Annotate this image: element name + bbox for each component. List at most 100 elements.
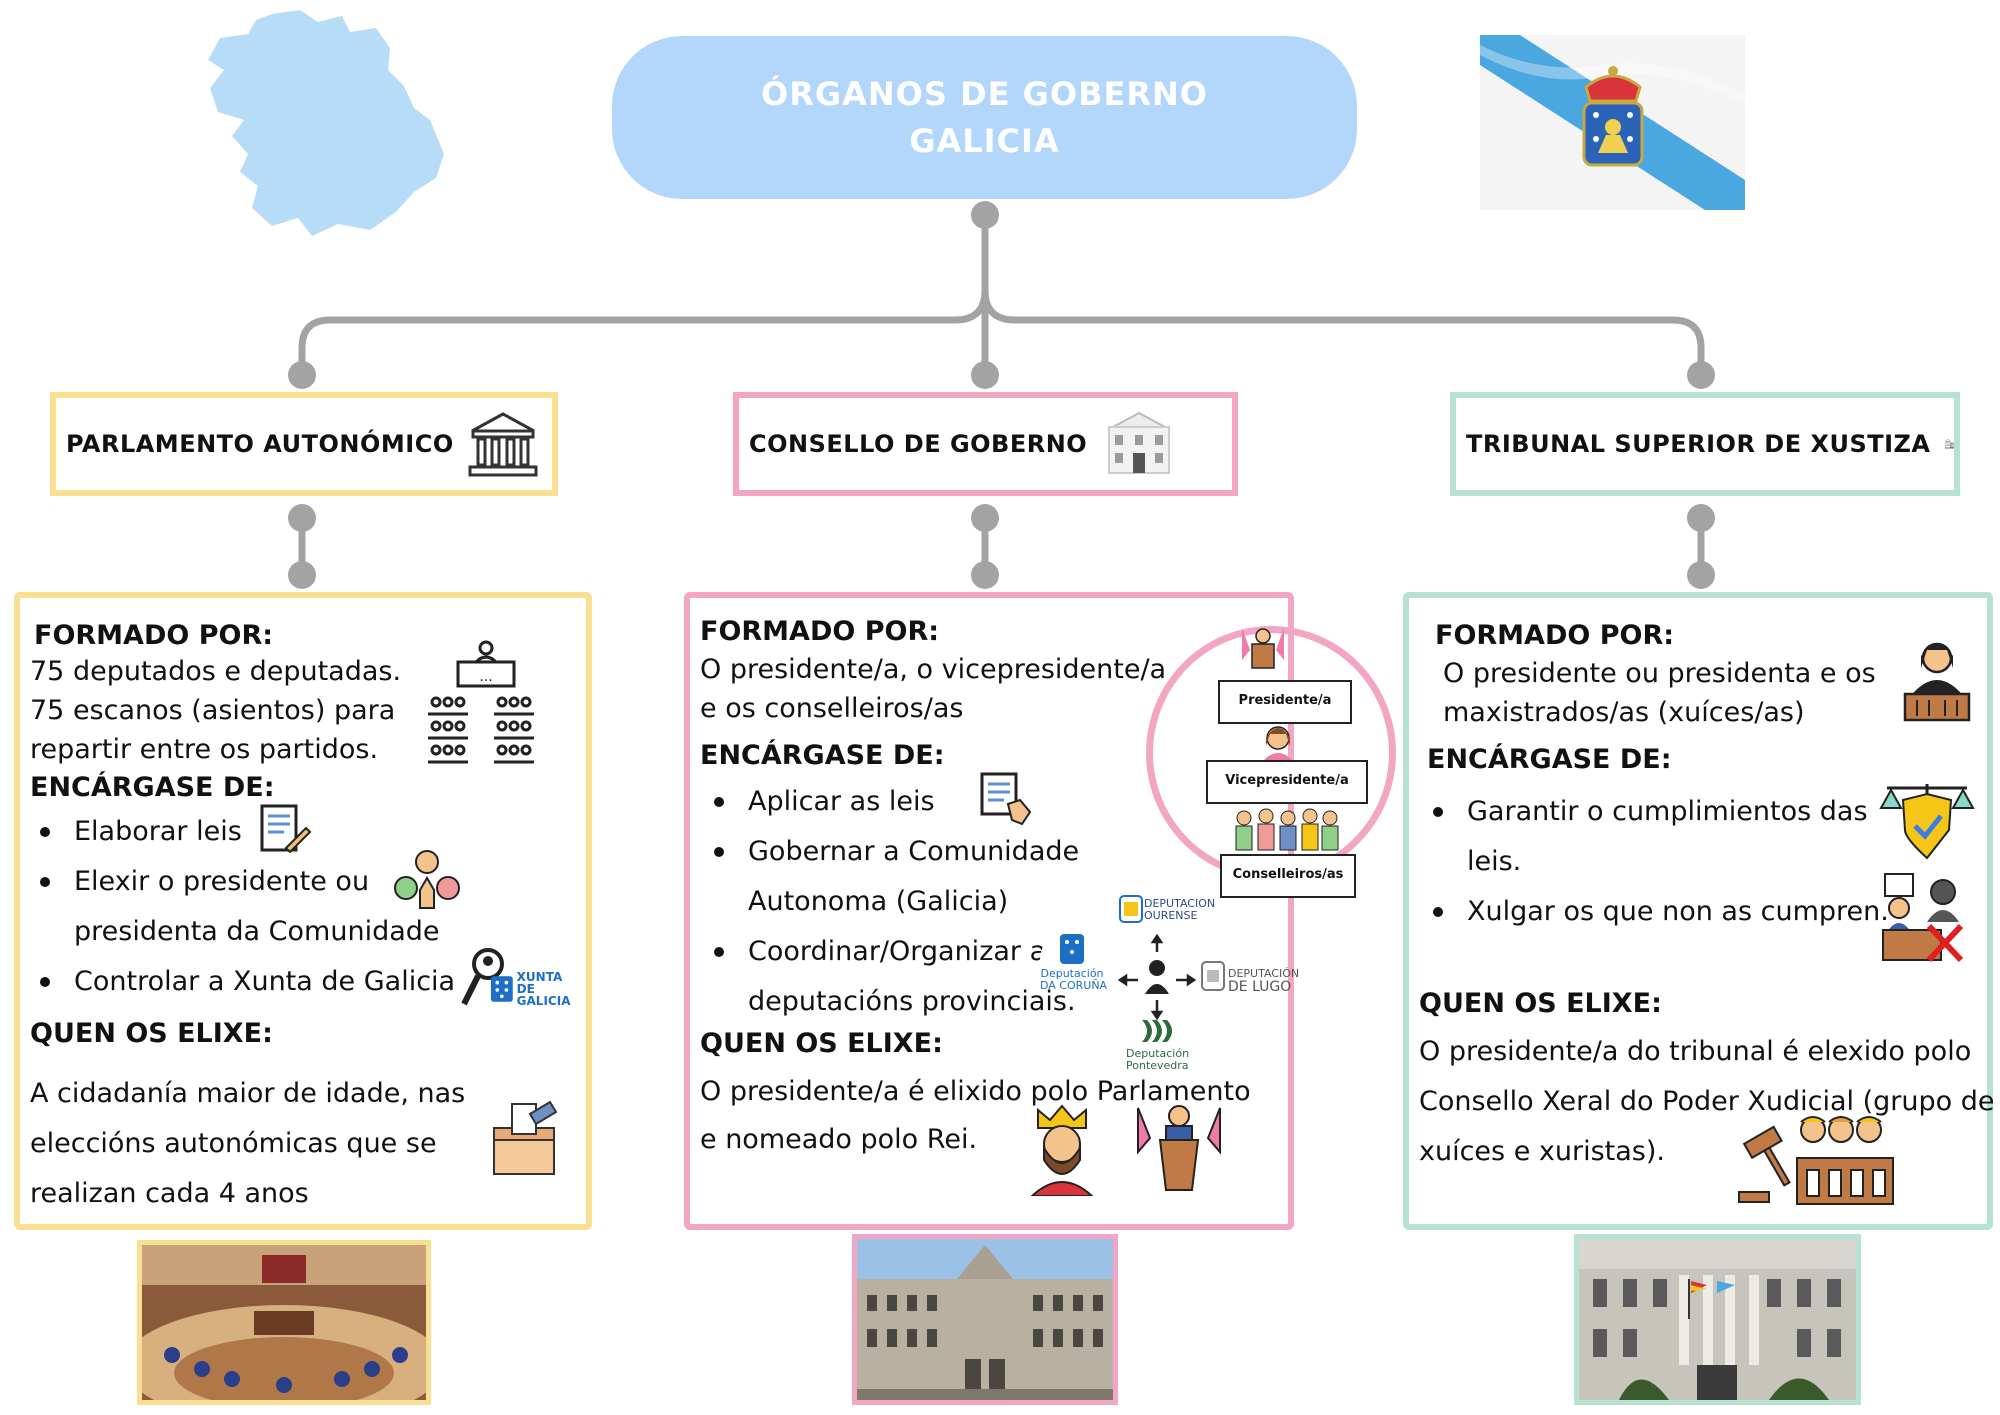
parlamento-bullet-2: Elexir o presidente ou [39, 862, 369, 901]
parliament-building-icon [468, 412, 538, 477]
parlamento-formado-title: FORMADO POR: [34, 620, 274, 651]
photo-tribunal [1574, 1234, 1861, 1405]
tribunal-elixe-line-2: Consello Xeral do Poder Xudicial (grupo … [1419, 1086, 1995, 1117]
judging-defendant-icon [1882, 873, 1964, 963]
deputacion-pontevedra-mark-icon [1142, 1020, 1172, 1042]
vicepresident-icon [1262, 726, 1294, 762]
deputacion-ourense-line-2: OURENSE [1144, 909, 1198, 922]
header-parlamento-label: PARLAMENTO AUTONÓMICO [66, 430, 454, 458]
xunta-shield-icon [490, 976, 513, 1002]
parlamento-formado-line-3: repartir entre os partidos. [30, 734, 379, 765]
deputacion-ourense-label: DEPUTACION OURENSE [1130, 898, 1215, 922]
consello-bullet-1: Aplicar as leis [714, 782, 935, 821]
header-consello: CONSELLO DE GOBERNO [733, 392, 1238, 496]
org-box-president: Presidente/a [1218, 680, 1352, 724]
photo-consello [852, 1234, 1118, 1405]
title-pill: ÓRGANOS DE GOBERNO GALICIA [612, 36, 1357, 199]
parlamento-encargase-title: ENCÁRGASE DE: [30, 772, 275, 803]
tribunal-formado-line-2: maxistrados/as (xuíces/as) [1443, 697, 1805, 728]
deputacion-lugo-shield-icon [1201, 961, 1225, 991]
header-tribunal: TRIBUNAL SUPERIOR DE XUSTIZA [1450, 392, 1960, 496]
king-icon [1030, 1104, 1094, 1196]
tribunal-formado-line-1: O presidente ou presidenta e os [1443, 658, 1876, 689]
deputacion-coruna-line-1: Deputación [1040, 967, 1104, 980]
deputacion-coruna-logo: Deputación DA CORUÑA [1040, 928, 1108, 992]
apply-law-icon [980, 772, 1032, 826]
galicia-map [208, 10, 444, 236]
tribunal-elixe-line-1: O presidente/a do tribunal é elexido pol… [1419, 1036, 1972, 1067]
header-tribunal-label: TRIBUNAL SUPERIOR DE XUSTIZA [1466, 430, 1931, 458]
deputacion-lugo-line-1: DEPUTACIÓN [1228, 967, 1300, 980]
title-line-1: ÓRGANOS DE GOBERNO [761, 74, 1208, 113]
consello-formado-line-2: e os conselleiros/as [700, 693, 964, 724]
parlamento-elixe-line-1: A cidadanía maior de idade, nas [30, 1078, 466, 1109]
deputacion-lugo-label: DEPUTACIÓN DE LUGO [1228, 967, 1300, 995]
photo-parlamento [137, 1240, 431, 1405]
org-box-vicepresident: Vicepresidente/a [1206, 760, 1368, 804]
xunta-logo: XUNTA DE GALICIA [490, 971, 586, 1007]
tribunal-bullet-2: Xulgar os que non as cumpren. [1433, 892, 1889, 931]
parlamento-bullet-2-cont: presidenta da Comunidade [74, 916, 440, 947]
tribunal-formado-title: FORMADO POR: [1435, 620, 1675, 651]
header-parlamento: PARLAMENTO AUTONÓMICO [50, 392, 558, 496]
deputacions-network-icon [1117, 934, 1197, 1021]
parlamento-formado-line-1: 75 deputados e deputadas. [30, 656, 402, 687]
org-box-conselleiros: Conselleiros/as [1220, 854, 1356, 898]
magnifier-person-icon [461, 948, 504, 1006]
parlamento-bullet-1: Elaborar leis [40, 812, 242, 851]
gavel-court-icon [1738, 1116, 1894, 1205]
justice-shield-icon [1879, 784, 1975, 860]
svg-text:...: ... [479, 669, 492, 685]
deputacion-lugo-line-2: DE LUGO [1228, 979, 1292, 995]
audience-icon: ... [428, 640, 534, 764]
parlamento-formado-line-2: 75 escanos (asientos) para [30, 695, 396, 726]
consello-encargase-title: ENCÁRGASE DE: [700, 740, 945, 771]
header-consello-label: CONSELLO DE GOBERNO [749, 430, 1088, 458]
deputacion-ourense-line-1: DEPUTACION [1144, 897, 1216, 910]
consello-bullet-2-cont: Autonoma (Galicia) [748, 886, 1009, 917]
deputacion-pontevedra-line-1: Deputación [1126, 1047, 1190, 1060]
consello-bullet-3: Coordinar/Organizar as [713, 932, 1060, 971]
consello-elixe-line-2: e nomeado polo Rei. [700, 1124, 978, 1155]
election-people-icon [394, 850, 460, 909]
courthouse-scales-icon [1944, 439, 1954, 449]
xunta-logo-line-1: XUNTA [516, 970, 563, 984]
parlamento-bullet-3: Controlar a Xunta de Galicia [39, 962, 455, 1001]
raxoi-palace-photo [857, 1239, 1113, 1400]
podium-icon [1137, 1105, 1221, 1191]
deputacion-ourense-logo [1119, 895, 1143, 923]
tribunal-building-photo [1579, 1239, 1856, 1400]
consello-elixe-title: QUEN OS ELIXE: [700, 1028, 943, 1059]
deputacion-coruna-line-2: DA CORUÑA [1040, 979, 1108, 992]
ballot-box-icon [493, 1100, 558, 1175]
consello-formado-title: FORMADO POR: [700, 616, 940, 647]
consello-formado-line-1: O presidente/a, o vicepresidente/a [700, 654, 1167, 685]
galicia-flag [1480, 35, 1745, 210]
tribunal-elixe-title: QUEN OS ELIXE: [1419, 988, 1662, 1019]
law-document-icon [260, 804, 312, 854]
parlamento-elixe-line-2: eleccións autonómicas que se [30, 1128, 437, 1159]
parlamento-elixe-title: QUEN OS ELIXE: [30, 1018, 273, 1049]
panel-tribunal: FORMADO POR: O presidente ou presidenta … [1403, 592, 1995, 1230]
judge-icon [1903, 642, 1971, 722]
tribunal-bullet-1: Garantir o cumplimientos das [1433, 792, 1868, 831]
tribunal-elixe-line-3: xuíces e xuristas). [1419, 1136, 1665, 1167]
government-building-icon [1108, 411, 1171, 474]
deputacion-coruna-shield-icon [1060, 934, 1084, 964]
consello-bullet-3-cont: deputacións provinciais. [748, 986, 1076, 1017]
deputacion-pontevedra-line-2: Pontevedra [1126, 1059, 1189, 1072]
panel-parlamento: FORMADO POR: 75 deputados e deputadas. 7… [14, 592, 592, 1230]
parliament-hall-photo [142, 1245, 426, 1400]
parlamento-elixe-line-3: realizan cada 4 anos [30, 1178, 309, 1209]
tribunal-bullet-1-cont: leis. [1467, 846, 1522, 877]
deputacion-pontevedra-label: Deputación Pontevedra [1126, 1047, 1190, 1072]
panel-consello: FORMADO POR: O presidente/a, o vicepresi… [684, 592, 1396, 1230]
conselleiros-icon [1235, 808, 1339, 851]
title-line-2: GALICIA [909, 121, 1060, 160]
tribunal-encargase-title: ENCÁRGASE DE: [1427, 744, 1672, 775]
xunta-logo-line-2: DE GALICIA [516, 982, 571, 1008]
consello-bullet-2: Gobernar a Comunidade [713, 832, 1079, 871]
president-podium-icon [1242, 628, 1284, 669]
consello-elixe-line-1: O presidente/a é elixido polo Parlamento [700, 1076, 1251, 1107]
